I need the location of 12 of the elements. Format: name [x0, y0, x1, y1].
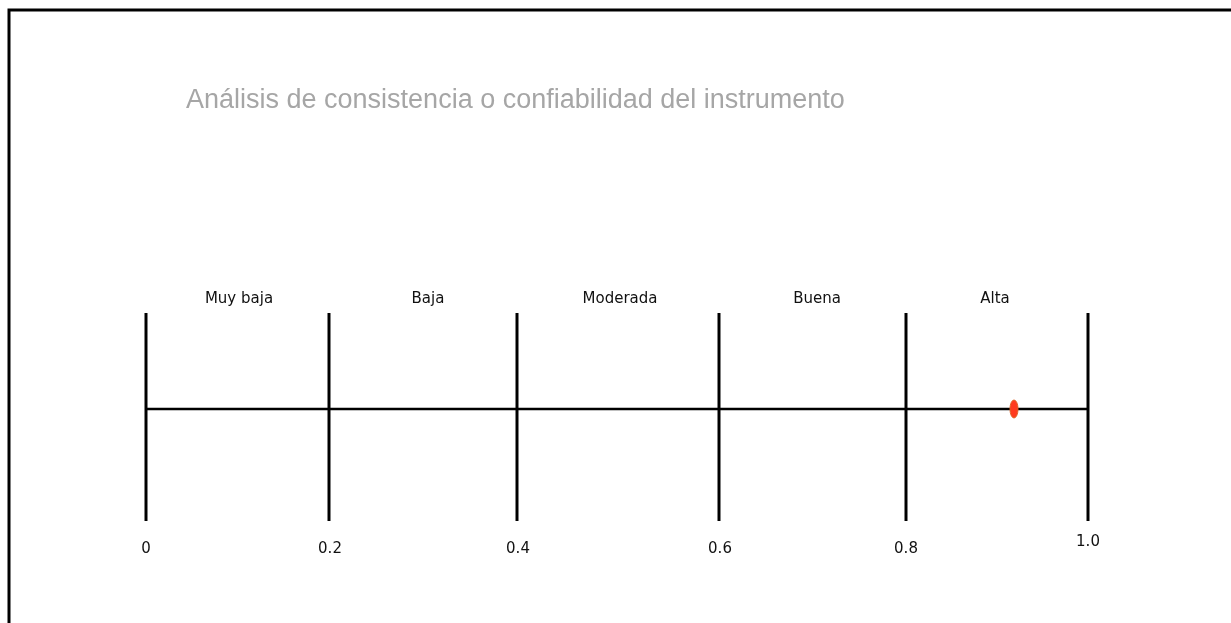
- title: Análisis de consistencia o confiabilidad del instrumento: [186, 84, 845, 115]
- tick-label: 0.8: [894, 539, 918, 557]
- category-label: Buena: [793, 289, 841, 307]
- tick-label: 0.2: [318, 539, 342, 557]
- category-label: Alta: [980, 289, 1010, 307]
- category-label: Baja: [411, 289, 445, 307]
- tick-label: 1.0: [1076, 532, 1100, 550]
- category-label: Muy baja: [204, 289, 274, 307]
- category-label: Moderada: [582, 289, 658, 307]
- tick-label: 0.4: [506, 539, 530, 557]
- tick-label: 0: [141, 539, 151, 557]
- tick-label: 0.6: [708, 539, 732, 557]
